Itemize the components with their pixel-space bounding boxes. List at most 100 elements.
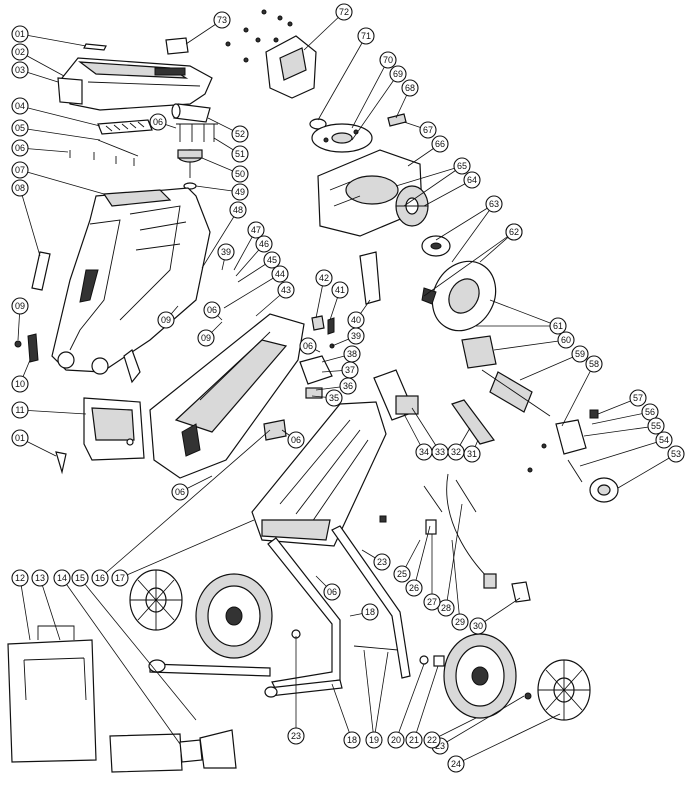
leader-line	[413, 525, 431, 589]
callout-circle	[11, 429, 29, 447]
callout-circle	[629, 389, 647, 407]
callout-37: 37	[321, 361, 359, 379]
callout-22: 22	[423, 717, 477, 749]
callout-70: 70	[351, 51, 397, 129]
part-belt	[359, 251, 381, 305]
callout-circle	[557, 331, 575, 349]
callout-circle	[431, 135, 449, 153]
callout-label: 12	[15, 573, 25, 583]
callout-06: 06	[11, 139, 69, 157]
callout-label: 69	[393, 69, 403, 79]
part-brush-holder	[527, 409, 599, 473]
callout-label: 03	[15, 65, 25, 75]
leader-line	[579, 439, 665, 467]
callout-circle	[419, 121, 437, 139]
callout-06-1: 06	[149, 113, 177, 131]
callout-label: 39	[221, 247, 231, 257]
callout-42: 42	[315, 269, 333, 319]
callout-label: 48	[233, 205, 243, 215]
callout-label: 53	[671, 449, 681, 459]
part-wheel-cap-left	[129, 569, 183, 631]
callout-57: 57	[597, 389, 647, 415]
callout-label: 54	[659, 435, 669, 445]
part-clip	[387, 113, 407, 127]
part-end-disc	[589, 477, 619, 503]
callout-label: 09	[201, 333, 211, 343]
callout-circle	[379, 51, 397, 69]
callout-02: 02	[11, 43, 65, 77]
callout-label: 31	[467, 449, 477, 459]
callout-29: 29	[451, 539, 469, 631]
callout-circle	[423, 593, 441, 611]
callout-label: 50	[235, 169, 245, 179]
callout-circle	[11, 375, 29, 393]
part-handle-frame	[148, 525, 411, 698]
callout-55: 55	[583, 417, 665, 437]
leader-line	[303, 11, 345, 51]
callout-circle	[11, 25, 29, 43]
callout-label: 49	[235, 187, 245, 197]
callout-circle	[469, 617, 487, 635]
callout-62-14: 62	[423, 223, 523, 297]
callout-label: 24	[451, 759, 461, 769]
callout-circle	[231, 183, 249, 201]
callout-circle	[11, 179, 29, 197]
callout-circle	[451, 613, 469, 631]
callout-label: 72	[339, 7, 349, 17]
callout-label: 43	[281, 285, 291, 295]
callout-38: 38	[321, 345, 361, 363]
callout-circle	[393, 565, 411, 583]
leader-line	[19, 105, 101, 127]
leader-line	[395, 165, 463, 187]
callout-label: 10	[15, 379, 25, 389]
part-label-plate	[165, 37, 189, 55]
callout-31: 31	[463, 439, 481, 463]
callout-35: 35	[311, 389, 343, 407]
callout-circle	[485, 195, 503, 213]
callout-label: 15	[75, 573, 85, 583]
leader-line	[331, 683, 353, 741]
callout-circle	[247, 221, 265, 239]
callout-circle	[453, 157, 471, 175]
callout-circle	[111, 569, 129, 587]
callout-label: 13	[35, 573, 45, 583]
leader-line	[119, 519, 255, 579]
leader-line	[19, 409, 87, 415]
leader-line	[223, 273, 281, 309]
callout-circle	[255, 235, 273, 253]
part-drawings	[7, 9, 619, 773]
callout-circle	[217, 243, 235, 261]
callout-label: 06	[15, 143, 25, 153]
leader-line	[423, 179, 473, 207]
callout-label: 52	[235, 129, 245, 139]
callout-circle	[667, 445, 685, 463]
callout-06-3: 06	[203, 301, 223, 321]
callout-label: 06	[291, 435, 301, 445]
callout-label: 62	[509, 227, 519, 237]
callout-15: 15	[71, 569, 197, 721]
callout-circle	[447, 755, 465, 773]
callout-circle	[11, 569, 29, 587]
callout-06-4: 06	[281, 429, 305, 449]
leader-line	[19, 33, 87, 47]
callout-label: 33	[435, 447, 445, 457]
callout-circle	[11, 139, 29, 157]
callout-label: 58	[589, 359, 599, 369]
callout-circle	[11, 161, 29, 179]
leader-line	[435, 203, 495, 241]
callout-circle	[315, 269, 333, 287]
callout-circle	[263, 251, 281, 269]
callout-09: 09	[11, 297, 29, 341]
part-bolts	[176, 123, 218, 142]
leader-line	[79, 577, 197, 721]
callout-label: 08	[15, 183, 25, 193]
callout-51: 51	[213, 137, 249, 163]
part-rod	[97, 139, 139, 157]
callout-circle	[277, 281, 295, 299]
callout-circle	[343, 731, 361, 749]
callout-label: 55	[651, 421, 661, 431]
callout-21: 21	[405, 665, 439, 749]
callout-circle	[647, 417, 665, 435]
callout-19: 19	[363, 649, 389, 749]
